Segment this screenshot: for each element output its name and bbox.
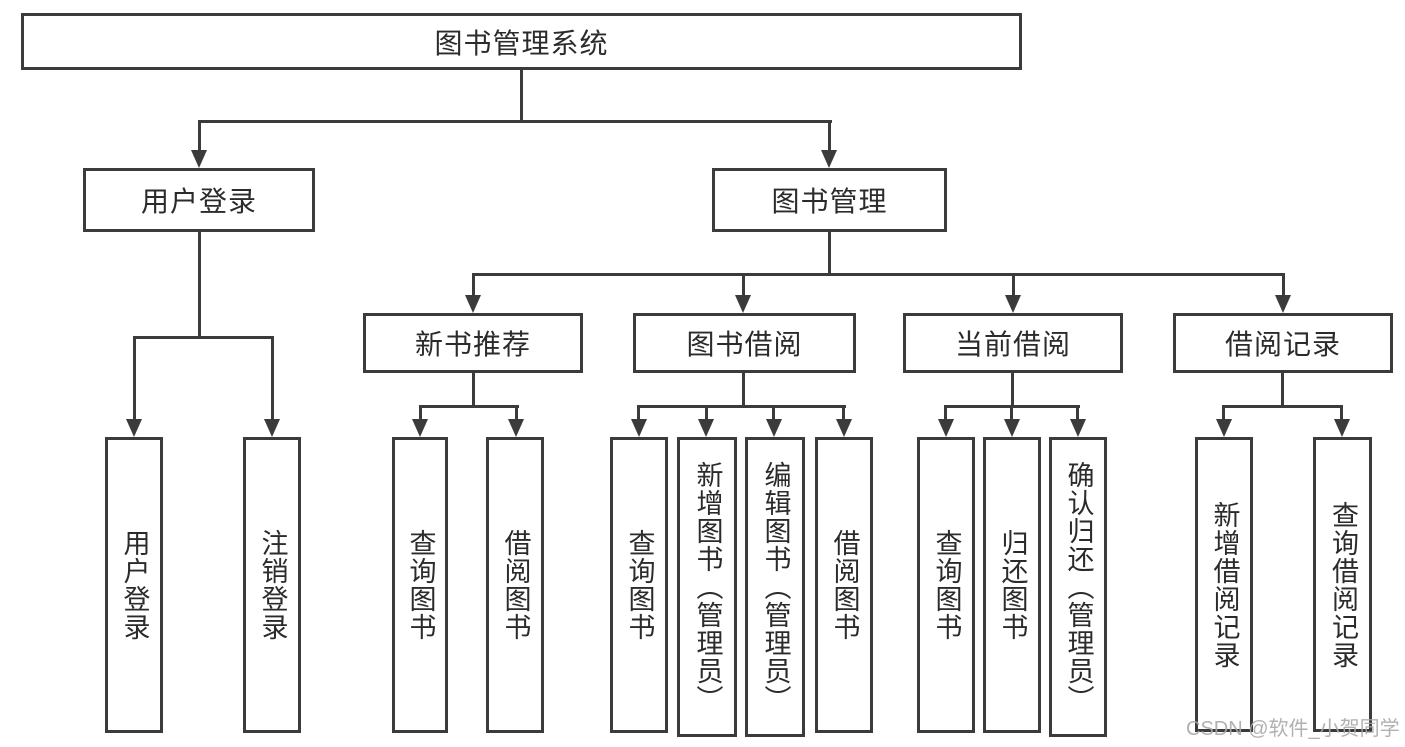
connector-line	[772, 405, 775, 423]
connector-line	[133, 336, 136, 423]
arrow-down-icon	[735, 295, 751, 313]
arrow-down-icon	[126, 419, 142, 437]
node-book-management: 图书管理	[712, 168, 947, 232]
leaf-logout: 注销登录	[243, 437, 301, 733]
connector-line	[198, 232, 201, 336]
arrow-down-icon	[821, 150, 837, 168]
connector-line	[637, 405, 846, 408]
node-user-login: 用户登录	[83, 168, 315, 232]
connector-line	[419, 405, 422, 423]
arrow-down-icon	[191, 150, 207, 168]
connector-line	[1340, 405, 1343, 423]
node-borrow-records: 借阅记录	[1173, 313, 1393, 373]
connector-line	[1222, 405, 1343, 408]
leaf-recommend-borrow-books: 借阅图书	[486, 437, 544, 733]
connector-line	[828, 232, 831, 276]
connector-line	[419, 405, 519, 408]
connector-line	[705, 405, 708, 423]
connector-line	[1011, 373, 1014, 407]
leaf-user-login: 用户登录	[105, 437, 163, 733]
node-library-management-system: 图书管理系统	[21, 13, 1022, 70]
arrow-down-icon	[698, 419, 714, 437]
arrow-down-icon	[412, 419, 428, 437]
arrow-down-icon	[1070, 419, 1086, 437]
leaf-add-books-admin: 新增图书（管理员）	[677, 437, 737, 737]
arrow-down-icon	[264, 419, 280, 437]
leaf-confirm-return-admin: 确认归还（管理员）	[1049, 437, 1107, 737]
arrow-down-icon	[1216, 419, 1232, 437]
leaf-query-borrow-record: 查询借阅记录	[1313, 437, 1372, 732]
connector-line	[1076, 405, 1079, 423]
leaf-add-borrow-record: 新增借阅记录	[1195, 437, 1253, 732]
arrow-down-icon	[938, 419, 954, 437]
connector-line	[472, 373, 475, 407]
connector-line	[133, 336, 274, 339]
arrow-down-icon	[836, 419, 852, 437]
leaf-edit-books-admin: 编辑图书（管理员）	[745, 437, 805, 737]
connector-line	[198, 120, 832, 123]
leaf-borrow-books: 借阅图书	[815, 437, 873, 733]
connector-line	[520, 70, 523, 122]
csdn-watermark: CSDN @软件_小贺同学	[1186, 718, 1400, 740]
arrow-down-icon	[1334, 419, 1350, 437]
connector-line	[742, 373, 745, 407]
node-book-borrow: 图书借阅	[633, 313, 856, 373]
node-current-borrow: 当前借阅	[903, 313, 1123, 373]
arrow-down-icon	[1275, 295, 1291, 313]
connector-line	[1282, 273, 1285, 299]
leaf-current-query-books: 查询图书	[917, 437, 975, 733]
connector-line	[637, 405, 640, 423]
leaf-return-books: 归还图书	[983, 437, 1041, 733]
connector-line	[742, 273, 745, 299]
connector-line	[271, 336, 274, 423]
leaf-recommend-query-books: 查询图书	[392, 437, 448, 733]
arrow-down-icon	[508, 419, 524, 437]
connector-line	[944, 405, 947, 423]
connector-line	[198, 120, 201, 154]
connector-line	[472, 273, 475, 299]
connector-line	[472, 273, 1285, 276]
connector-line	[515, 405, 518, 423]
arrow-down-icon	[766, 419, 782, 437]
connector-line	[1281, 373, 1284, 407]
node-new-book-recommend: 新书推荐	[363, 313, 583, 373]
connector-line	[1012, 273, 1015, 299]
connector-line	[1010, 405, 1013, 423]
arrow-down-icon	[1005, 295, 1021, 313]
leaf-borrow-query-books: 查询图书	[610, 437, 668, 733]
connector-line	[828, 120, 831, 154]
connector-line	[842, 405, 845, 423]
arrow-down-icon	[1004, 419, 1020, 437]
arrow-down-icon	[631, 419, 647, 437]
connector-line	[1222, 405, 1225, 423]
arrow-down-icon	[465, 295, 481, 313]
